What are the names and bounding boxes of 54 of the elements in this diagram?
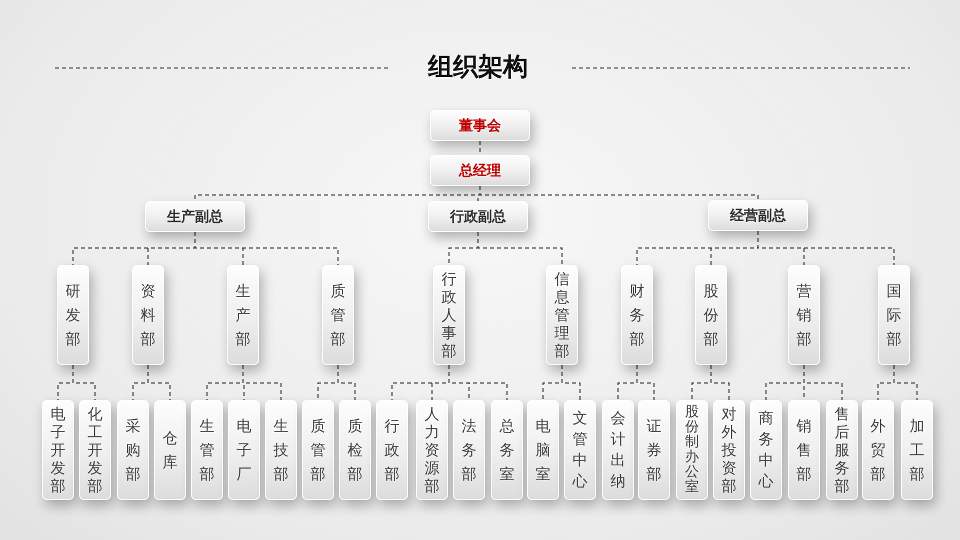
department-box: 总务室	[491, 400, 523, 500]
department-box: 证券部	[638, 400, 670, 500]
position-box: 董事会	[430, 110, 530, 141]
connector-line	[338, 364, 356, 400]
connector-line	[758, 230, 894, 266]
department-box: 销售部	[788, 400, 820, 500]
department-box: 会计出纳	[602, 400, 634, 500]
department-box: 质检部	[339, 400, 371, 500]
position-box: 经营副总	[708, 200, 808, 231]
connector-line	[480, 186, 758, 200]
department-box: 生产部	[227, 265, 259, 365]
connector-line	[562, 364, 580, 400]
department-box: 股份制办公室	[676, 400, 708, 500]
department-box: 电脑室	[527, 400, 559, 500]
position-box: 生产副总	[145, 201, 245, 232]
department-box: 售后服务部	[826, 400, 858, 500]
connector-line	[72, 364, 96, 400]
department-box: 文管中心	[564, 400, 596, 500]
connector-line	[478, 232, 562, 266]
department-box: 生管部	[191, 400, 223, 500]
connector-line	[242, 364, 282, 400]
position-box: 行政副总	[428, 201, 528, 232]
connector-line	[448, 364, 508, 400]
department-box: 质管部	[302, 400, 334, 500]
department-box: 生技部	[265, 400, 297, 500]
department-box: 营销部	[788, 265, 820, 365]
department-box: 法务部	[453, 400, 485, 500]
connector-line	[194, 232, 338, 266]
department-box: 行政部	[376, 400, 408, 500]
department-box: 股份部	[695, 265, 727, 365]
department-box: 信息管理部	[546, 265, 578, 365]
department-box: 国际部	[878, 265, 910, 365]
department-box: 商务中心	[750, 400, 782, 500]
connector-line	[894, 364, 918, 400]
connector-line	[636, 364, 654, 400]
department-box: 资料部	[132, 265, 164, 365]
department-box: 仓库	[154, 400, 186, 500]
department-box: 电子厂	[228, 400, 260, 500]
connector-line	[710, 364, 730, 400]
department-box: 质管部	[322, 265, 354, 365]
department-box: 行政人事部	[433, 265, 465, 365]
department-box: 采购部	[117, 400, 149, 500]
department-box: 财务部	[621, 265, 653, 365]
position-box: 总经理	[430, 155, 530, 186]
connector-line	[804, 364, 842, 400]
department-box: 电子开发部	[42, 400, 74, 500]
department-box: 人力资源部	[416, 400, 448, 500]
department-box: 对外投资部	[713, 400, 745, 500]
department-box: 化工开发部	[79, 400, 111, 500]
department-box: 外贸部	[862, 400, 894, 500]
department-box: 研发部	[57, 265, 89, 365]
connector-line	[148, 364, 170, 400]
title: 组织架构	[426, 51, 529, 83]
department-box: 加工部	[901, 400, 933, 500]
